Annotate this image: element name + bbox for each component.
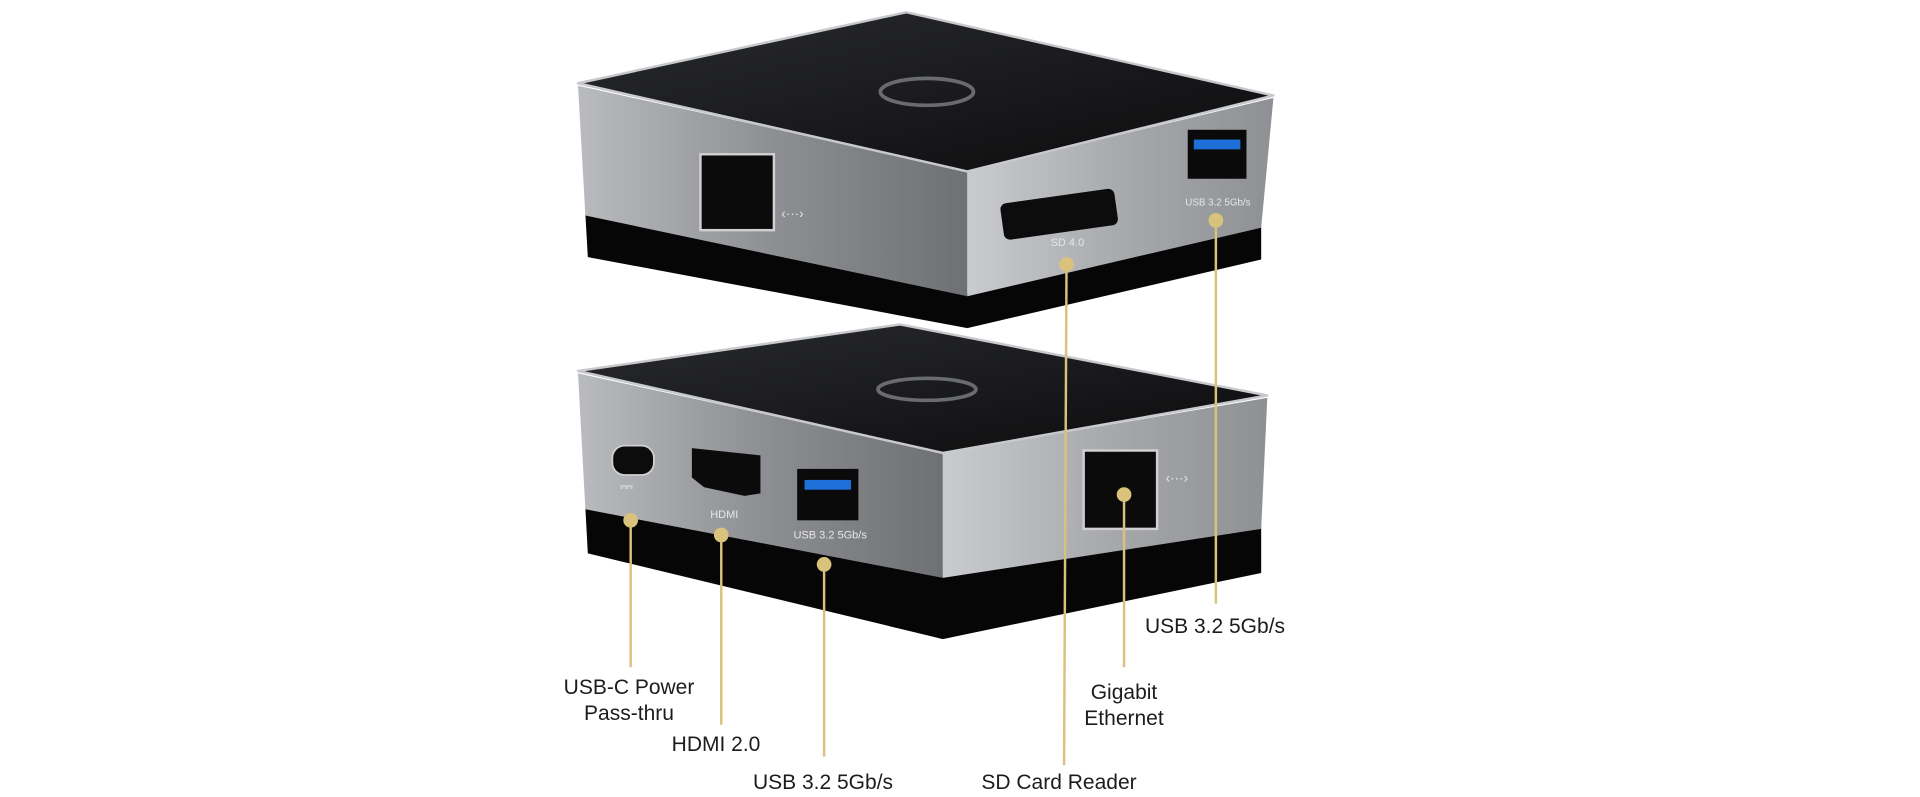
top-hub-device: ‹···› SD 4.0 USB 3.2 5Gb/s	[576, 11, 1275, 329]
usb-port-bottom-text: USB 3.2 5Gb/s	[793, 530, 867, 542]
ethernet-symbol-bottom: ‹···›	[1166, 470, 1188, 485]
callout-dot-usbc	[623, 512, 639, 528]
bottom-hub-device: ⎓ HDMI USB 3.2 5Gb/s ‹···›	[576, 323, 1269, 640]
usb-port-top-text: USB 3.2 5Gb/s	[1185, 198, 1250, 209]
hdmi-port-text: HDMI	[710, 509, 738, 521]
bottom-hub-top-face	[576, 323, 1269, 455]
callout-dot-usb-bottom	[816, 557, 832, 572]
callout-label-usb-bottom: USB 3.2 5Gb/s	[753, 770, 893, 796]
callout-label-line: USB 3.2 5Gb/s	[752, 771, 894, 794]
ethernet-symbol-top: ‹···›	[781, 206, 803, 221]
callout-dot-usb-top	[1208, 213, 1224, 228]
top-hub-top-face	[576, 11, 1275, 173]
callout-dot-sd	[1059, 257, 1074, 272]
callout-label-line: Pass-thru	[584, 702, 674, 725]
sd-slot	[1000, 188, 1118, 240]
callout-label-line: SD Card Reader	[981, 771, 1137, 794]
callout-label-ethernet: Gigabit Ethernet	[1084, 680, 1163, 732]
callout-line-sd	[1062, 264, 1068, 766]
usb-port-bottom-blue	[804, 479, 852, 490]
ethernet-port-top	[699, 153, 776, 232]
callout-label-line: USB 3.2 5Gb/s	[1144, 615, 1286, 638]
callout-label-line: Gigabit	[1090, 681, 1158, 704]
callout-dot-hdmi	[713, 527, 729, 543]
sd-port-text: SD 4.0	[1051, 237, 1085, 249]
callout-label-line: HDMI 2.0	[671, 733, 761, 756]
callout-dot-ethernet	[1116, 487, 1132, 502]
top-hub-base	[585, 214, 1262, 329]
callout-label-line: Ethernet	[1084, 707, 1164, 730]
callout-label-usbc: USB-C Power Pass-thru	[564, 675, 695, 727]
usb-port-top-blue	[1193, 139, 1241, 150]
owc-logo-bottom	[876, 376, 978, 403]
callout-lines	[623, 213, 1224, 766]
owc-logo	[878, 76, 976, 108]
usb-port-bottom	[797, 468, 859, 521]
callout-label-sd: SD Card Reader	[981, 770, 1136, 796]
callout-label-hdmi: HDMI 2.0	[672, 732, 761, 758]
callout-label-usb-top: USB 3.2 5Gb/s	[1145, 614, 1285, 640]
usb-port-top	[1187, 129, 1247, 179]
usbc-port	[611, 444, 655, 476]
callout-label-line: USB-C Power	[563, 676, 695, 699]
hdmi-port	[691, 448, 761, 496]
power-symbol: ⎓	[620, 476, 634, 496]
